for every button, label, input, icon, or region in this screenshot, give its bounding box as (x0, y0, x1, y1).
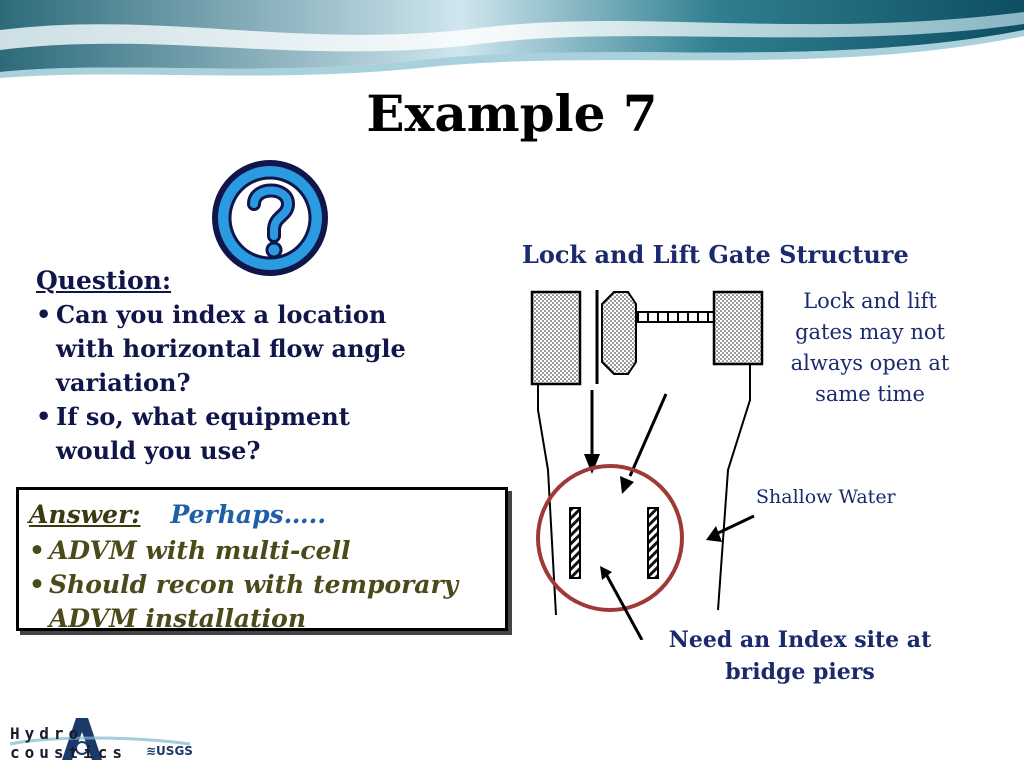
index-site-arrow-head (600, 566, 612, 580)
gate-timing-note: Lock and lift gates may not always open … (790, 289, 950, 406)
left-lock-wall (530, 290, 582, 386)
index-site-arrow (604, 573, 644, 640)
bullet-icon: • (36, 402, 52, 431)
answer-lead: Perhaps….. (170, 500, 327, 529)
index-site-circle (536, 464, 684, 612)
diagram-title: Lock and Lift Gate Structure (522, 240, 909, 269)
answer-item: •ADVM with multi-cell (29, 534, 495, 568)
usgs-mark: ≋USGS (146, 744, 193, 758)
bridge-pier (569, 507, 581, 579)
flow-arrow-head (620, 476, 634, 494)
flow-arrow (628, 393, 668, 477)
question-block: Question: •Can you index a location with… (36, 266, 436, 468)
slide-title: Example 7 (366, 84, 658, 143)
shallow-water-arrow-head (706, 526, 722, 542)
question-item: •If so, what equipment would you use? (36, 402, 350, 465)
left-bank (537, 384, 557, 616)
lock-gate-diagram (530, 290, 764, 640)
question-item: •Can you index a location with horizonta… (36, 300, 406, 397)
answer-item: •Should recon with temporary ADVM instal… (29, 570, 459, 633)
bridge-pier (647, 507, 659, 579)
logo-a-mark-icon (10, 718, 191, 760)
flow-arrow-head (584, 454, 600, 474)
right-bank (717, 364, 751, 611)
answer-header: Answer: Perhaps….. (29, 498, 495, 532)
bullet-icon: • (29, 570, 45, 599)
question-list: •Can you index a location with horizonta… (36, 298, 436, 468)
header-banner (0, 0, 1024, 80)
bullet-icon: • (36, 300, 52, 329)
answer-label: Answer: (29, 500, 141, 529)
index-site-note: Need an Index site at bridge piers (668, 627, 932, 685)
hydroacoustics-logo: Hydro coustics ≋USGS (10, 714, 210, 762)
question-heading: Question: (36, 266, 172, 295)
lift-gate (601, 291, 637, 375)
shallow-water-note: Shallow Water (756, 486, 896, 508)
bullet-icon: • (29, 536, 45, 565)
shallow-water-arrow (715, 514, 755, 536)
answer-box: Answer: Perhaps….. •ADVM with multi-cell … (16, 487, 508, 633)
gate-connector (637, 311, 715, 323)
right-lock-wall (712, 290, 764, 366)
logo-wordmark: Hydro coustics (10, 724, 128, 762)
question-mark-icon (212, 160, 328, 276)
answer-list: •ADVM with multi-cell •Should recon with… (29, 534, 495, 636)
